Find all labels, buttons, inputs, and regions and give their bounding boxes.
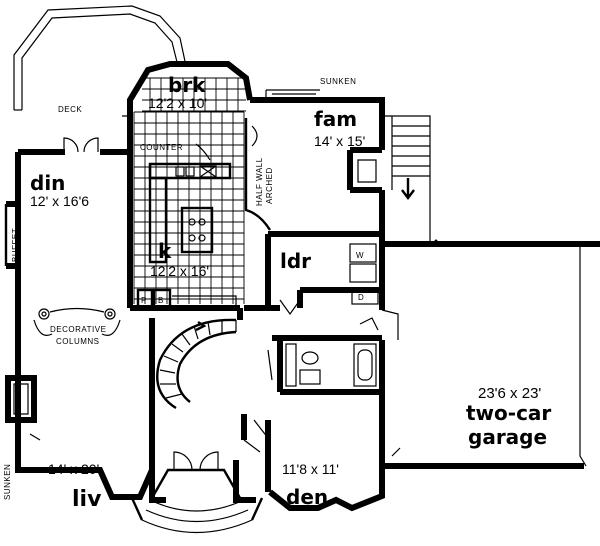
pantry-label: P: [141, 296, 147, 305]
front-entry-bay: [130, 451, 264, 533]
kitchen-dim: 12'2 x 16': [150, 263, 209, 279]
deck-doors: [63, 137, 99, 153]
fireplaces: [13, 159, 377, 415]
decorative-columns: [33, 307, 121, 336]
garage-dim: 23'6 x 23': [478, 385, 541, 402]
fam-name: fam: [314, 107, 357, 131]
sunken-liv-label: SUNKEN: [3, 464, 12, 500]
counter-label: COUNTER: [140, 143, 183, 152]
ldr-name: ldr: [280, 249, 311, 273]
half-wall-arched: [244, 118, 272, 231]
half-wall-label: HALF WALL: [255, 157, 264, 206]
dryer-label: D: [358, 293, 364, 302]
doors: [29, 239, 587, 467]
decorative-label: DECORATIVE: [50, 325, 106, 334]
room-labels: brk 12'2 x 10' fam 14' x 15' din 12' x 1…: [30, 73, 551, 512]
fam-dim: 14' x 15': [314, 133, 365, 149]
garage-name-line1: two-car: [466, 401, 551, 425]
laundry-appliances: [349, 243, 379, 305]
brk-dim: 12'2 x 10': [148, 95, 207, 111]
kitchen-name: k: [158, 239, 172, 263]
liv-name: liv: [72, 487, 102, 512]
deck-label: DECK: [58, 105, 82, 114]
den-dim: 11'8 x 11': [282, 461, 339, 477]
annotation-labels: DECK SUNKEN COUNTER HALF WALL ARCHED BUF…: [3, 77, 364, 500]
garage-name-line2: garage: [468, 425, 547, 449]
fam-steps: [265, 89, 431, 244]
deck-outline: [13, 5, 187, 111]
broom-label: B: [158, 296, 164, 305]
brk-name: brk: [168, 73, 206, 97]
liv-dim: 14' x 20': [48, 461, 99, 477]
din-name: din: [30, 171, 65, 195]
curved-staircase: [156, 318, 237, 410]
din-dim: 12' x 16'6: [30, 193, 89, 209]
washer-label: W: [356, 251, 364, 260]
arched-label: ARCHED: [265, 167, 274, 204]
den-name: den: [286, 485, 328, 509]
kitchen-counters: [122, 115, 237, 310]
columns-label: COLUMNS: [56, 337, 100, 346]
sunken-fam-label: SUNKEN: [320, 77, 356, 86]
buffet-label: BUFFET: [11, 228, 20, 262]
bath-fixtures: [285, 343, 377, 387]
